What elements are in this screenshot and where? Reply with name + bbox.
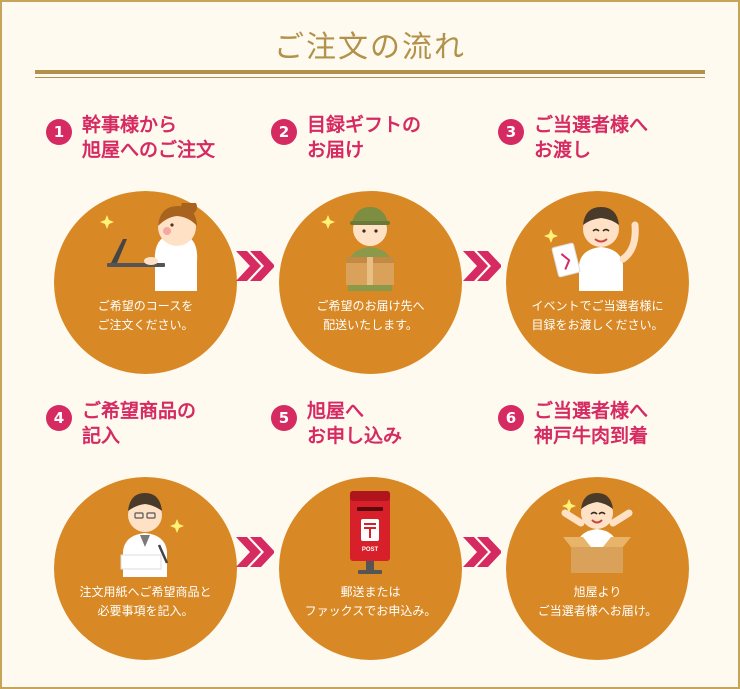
step-heading-line: ご当選者様へ <box>534 114 649 136</box>
step-description-line: ファックスでお申込み。 <box>304 604 437 618</box>
step-4: 4 ご希望商品の 記入 注文用紙へご希望商品と 必要事項を記入。 <box>46 399 256 660</box>
step-heading-line: お渡し <box>534 139 592 161</box>
step-circle: ご希望のお届け先へ 配送いたします。 <box>279 191 462 374</box>
step-description-line: 配送いたします。 <box>323 318 418 332</box>
postbox-icon: POST <box>350 491 390 574</box>
step-heading-line: お届け <box>307 139 365 161</box>
double-chevron-icon <box>236 537 274 567</box>
step-heading: 3 ご当選者様へ お渡し <box>498 113 708 173</box>
step-heading-line: 目録ギフトの <box>307 114 422 136</box>
writing-man-icon <box>120 493 184 577</box>
step-heading: 2 目録ギフトの お届け <box>271 113 481 173</box>
step-description-line: 必要事項を記入。 <box>97 604 194 618</box>
step-circle: 注文用紙へご希望商品と 必要事項を記入。 <box>54 477 237 660</box>
step-heading: 5 旭屋へ お申し込み <box>271 399 481 459</box>
step-number-badge: 5 <box>271 405 297 431</box>
double-chevron-icon <box>236 251 274 281</box>
step-description-line: 目録をお渡しください。 <box>531 318 664 332</box>
step-number-badge: 6 <box>498 405 524 431</box>
step-heading-line: お申し込み <box>307 425 403 447</box>
step-circle: POST 郵送または ファックスでお申込み。 <box>279 477 462 660</box>
step-6: 6 ご当選者様へ 神戸牛肉到着 旭屋より ご当選者様へお届け。 <box>498 399 708 660</box>
step-heading: 1 幹事様から 旭屋へのご注文 <box>46 113 256 173</box>
step-heading-line: 記入 <box>82 425 121 447</box>
step-heading: 6 ご当選者様へ 神戸牛肉到着 <box>498 399 708 459</box>
delivery-man-icon <box>321 207 394 291</box>
title-rule-thin <box>35 77 705 78</box>
step-heading: 4 ご希望商品の 記入 <box>46 399 256 459</box>
title-rule <box>35 70 705 74</box>
step-circle: ご希望のコースを ご注文ください。 <box>54 191 237 374</box>
step-heading-line: ご当選者様へ <box>534 400 649 422</box>
page-title: ご注文の流れ <box>274 30 466 65</box>
step-heading-line: 神戸牛肉到着 <box>534 425 649 447</box>
step-circle: 旭屋より ご当選者様へお届け。 <box>506 477 689 660</box>
postbox-label: POST <box>362 547 379 553</box>
step-description-line: 注文用紙へご希望商品と <box>79 585 212 599</box>
step-number-badge: 4 <box>46 405 72 431</box>
step-5: 5 旭屋へ お申し込み POST 郵送または ファックスでお申込み。 <box>271 399 481 660</box>
step-number-badge: 2 <box>271 119 297 145</box>
computer-woman-icon <box>100 203 198 291</box>
step-1: 1 幹事様から 旭屋へのご注文 ご希望のコースを ご注文ください。 <box>46 113 256 374</box>
step-number-badge: 1 <box>46 119 72 145</box>
step-heading-line: 幹事様から <box>82 114 178 136</box>
step-description-line: 旭屋より <box>573 585 622 599</box>
step-description-line: ご希望のお届け先へ <box>316 299 425 313</box>
cheering-man-icon <box>561 493 633 573</box>
step-description-line: ご注文ください。 <box>97 318 194 332</box>
step-3: 3 ご当選者様へ お渡し イベントでご当選者様に 目録をお渡しください。 <box>498 113 708 374</box>
step-description-line: 郵送または <box>340 585 401 599</box>
step-description-line: イベントでご当選者様に <box>531 299 664 313</box>
step-2: 2 目録ギフトの お届け ご希望のお届け先へ 配送いたします。 <box>271 113 481 374</box>
double-chevron-icon <box>463 251 501 281</box>
step-heading-line: ご希望商品の <box>82 400 197 422</box>
step-heading-line: 旭屋へ <box>307 400 365 422</box>
step-circle: イベントでご当選者様に 目録をお渡しください。 <box>506 191 689 374</box>
step-number-badge: 3 <box>498 119 524 145</box>
gift-man-icon <box>544 207 639 291</box>
step-description-line: ご希望のコースを <box>97 299 194 313</box>
double-chevron-icon <box>463 537 501 567</box>
step-description-line: ご当選者様へお届け。 <box>537 604 658 618</box>
step-heading-line: 旭屋へのご注文 <box>82 139 216 161</box>
